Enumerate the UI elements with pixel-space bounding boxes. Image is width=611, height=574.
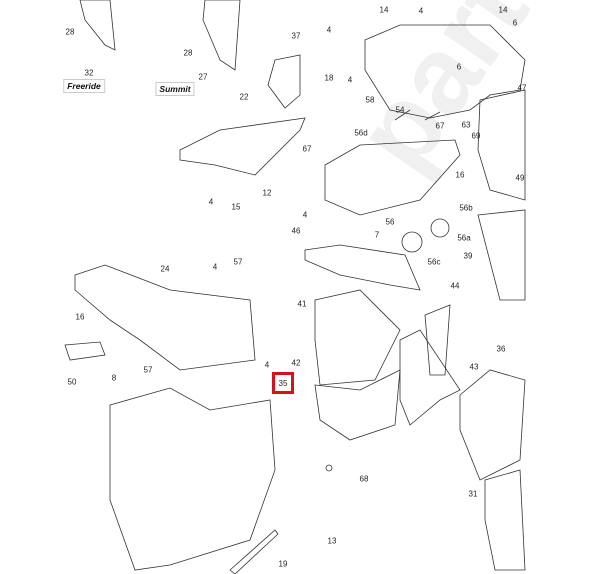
part-42 bbox=[314, 369, 401, 441]
part-callout[interactable]: 4 bbox=[212, 262, 218, 272]
part-callout[interactable]: 56b bbox=[459, 203, 473, 213]
part-callout[interactable]: 56c bbox=[427, 257, 441, 267]
part-callout[interactable]: 44 bbox=[450, 281, 460, 291]
part-callout[interactable]: 43 bbox=[469, 362, 479, 372]
highlighted-part-callout[interactable]: 35 bbox=[272, 372, 294, 394]
part-callout[interactable]: 46 bbox=[291, 226, 301, 236]
part-47 bbox=[477, 89, 526, 201]
part-callout[interactable]: 57 bbox=[233, 257, 243, 267]
part-callout[interactable]: 4 bbox=[418, 6, 424, 16]
part-callout[interactable]: 16 bbox=[75, 312, 85, 322]
part-callout[interactable]: 4 bbox=[264, 360, 270, 370]
part-callout[interactable]: 27 bbox=[198, 72, 208, 82]
part-56a bbox=[430, 218, 450, 238]
part-28-freeride bbox=[79, 0, 116, 51]
part-headlight-56 bbox=[324, 139, 461, 216]
part-31 bbox=[484, 469, 526, 571]
part-callout[interactable]: 69 bbox=[471, 131, 481, 141]
part-windshield-frame-58 bbox=[364, 24, 526, 119]
part-50 bbox=[64, 341, 106, 361]
part-callout[interactable]: 37 bbox=[291, 31, 301, 41]
part-callout[interactable]: 67 bbox=[435, 121, 445, 131]
part-callout[interactable]: 31 bbox=[468, 489, 478, 499]
part-callout[interactable]: 24 bbox=[160, 264, 170, 274]
part-35 bbox=[109, 387, 276, 571]
part-callout[interactable]: 12 bbox=[262, 188, 272, 198]
part-callout[interactable]: 47 bbox=[517, 83, 527, 93]
part-callout[interactable]: 57 bbox=[143, 365, 153, 375]
part-callout[interactable]: 4 bbox=[302, 210, 308, 220]
part-56c bbox=[401, 231, 423, 253]
part-19 bbox=[229, 529, 279, 574]
part-callout[interactable]: 22 bbox=[239, 92, 249, 102]
part-28-summit bbox=[202, 0, 241, 71]
part-callout[interactable]: 8 bbox=[111, 373, 117, 383]
part-callout[interactable]: 39 bbox=[463, 251, 473, 261]
part-43 bbox=[399, 329, 461, 426]
part-callout[interactable]: 4 bbox=[208, 197, 214, 207]
part-callout[interactable]: 56a bbox=[457, 233, 471, 243]
variant-label-summit: Summit bbox=[155, 82, 195, 96]
part-callout[interactable]: 6 bbox=[456, 62, 462, 72]
part-68 bbox=[325, 464, 333, 472]
part-callout[interactable]: 56 bbox=[385, 217, 395, 227]
part-callout[interactable]: 41 bbox=[297, 299, 307, 309]
part-callout[interactable]: 49 bbox=[515, 173, 525, 183]
part-22 bbox=[179, 117, 306, 176]
part-callout[interactable]: 32 bbox=[84, 68, 94, 78]
part-41 bbox=[314, 289, 401, 386]
part-callout[interactable]: 13 bbox=[327, 536, 337, 546]
part-46 bbox=[304, 244, 421, 291]
part-callout[interactable]: 14 bbox=[498, 5, 508, 15]
part-54 bbox=[394, 109, 441, 121]
part-callout[interactable]: 4 bbox=[347, 75, 353, 85]
part-callout[interactable]: 15 bbox=[231, 202, 241, 212]
part-callout[interactable]: 19 bbox=[278, 559, 288, 569]
part-callout[interactable]: 56d bbox=[354, 128, 368, 138]
part-callout[interactable]: 18 bbox=[324, 73, 334, 83]
part-36 bbox=[459, 369, 526, 481]
part-24 bbox=[74, 264, 256, 371]
part-callout[interactable]: 63 bbox=[461, 120, 471, 130]
part-callout[interactable]: 7 bbox=[374, 230, 380, 240]
part-callout[interactable]: 28 bbox=[183, 48, 193, 58]
part-callout[interactable]: 28 bbox=[65, 27, 75, 37]
part-callout[interactable]: 16 bbox=[455, 170, 465, 180]
variant-label-freeride: Freeride bbox=[63, 79, 105, 93]
part-callout[interactable]: 36 bbox=[496, 344, 506, 354]
part-39 bbox=[477, 209, 526, 301]
part-callout[interactable]: 68 bbox=[359, 474, 369, 484]
part-callout[interactable]: 50 bbox=[67, 377, 77, 387]
part-44 bbox=[424, 304, 451, 376]
part-callout[interactable]: 67 bbox=[302, 144, 312, 154]
part-callout[interactable]: 4 bbox=[326, 25, 332, 35]
part-37 bbox=[267, 54, 301, 109]
part-callout[interactable]: 54 bbox=[395, 105, 405, 115]
part-callout[interactable]: 42 bbox=[291, 358, 301, 368]
part-callout[interactable]: 58 bbox=[365, 95, 375, 105]
part-callout[interactable]: 14 bbox=[379, 5, 389, 15]
part-callout[interactable]: 6 bbox=[512, 18, 518, 28]
